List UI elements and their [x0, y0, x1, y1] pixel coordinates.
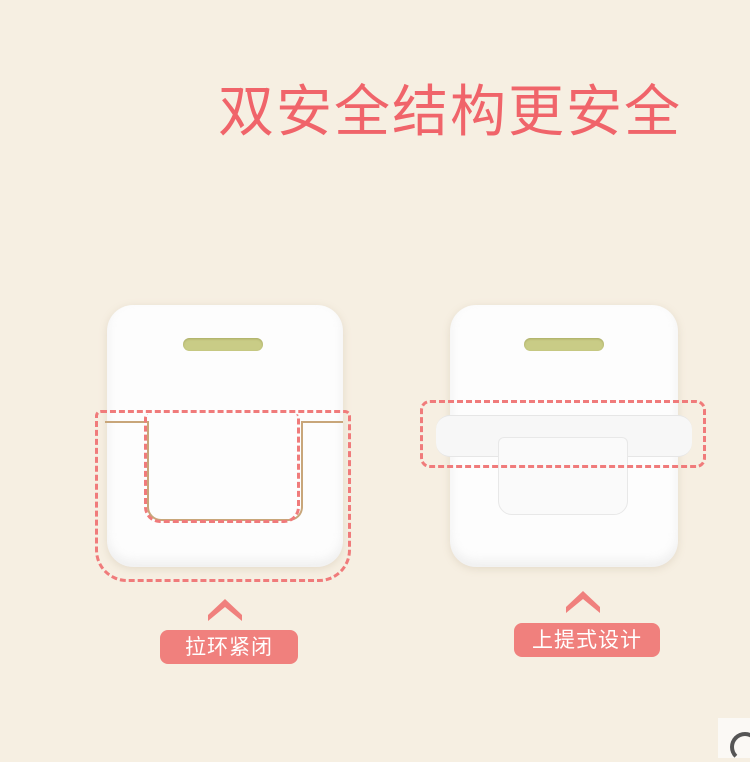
product-lift-lock	[436, 305, 692, 567]
lock-slot	[524, 338, 604, 351]
highlight-outline-outer	[95, 410, 351, 582]
lift-tab	[498, 437, 628, 515]
headline-title: 双安全结构更安全	[218, 80, 682, 145]
search-widget[interactable]	[718, 718, 750, 762]
feature-label-lift: 上提式设计	[514, 623, 660, 657]
chevron-up-icon	[208, 599, 242, 621]
lock-slot	[183, 338, 263, 351]
search-icon	[730, 732, 750, 762]
highlight-outline-band	[420, 400, 706, 468]
feature-label-pull-ring: 拉环紧闭	[160, 630, 298, 664]
highlight-outline-inner	[144, 414, 300, 523]
chevron-up-icon	[566, 591, 600, 613]
